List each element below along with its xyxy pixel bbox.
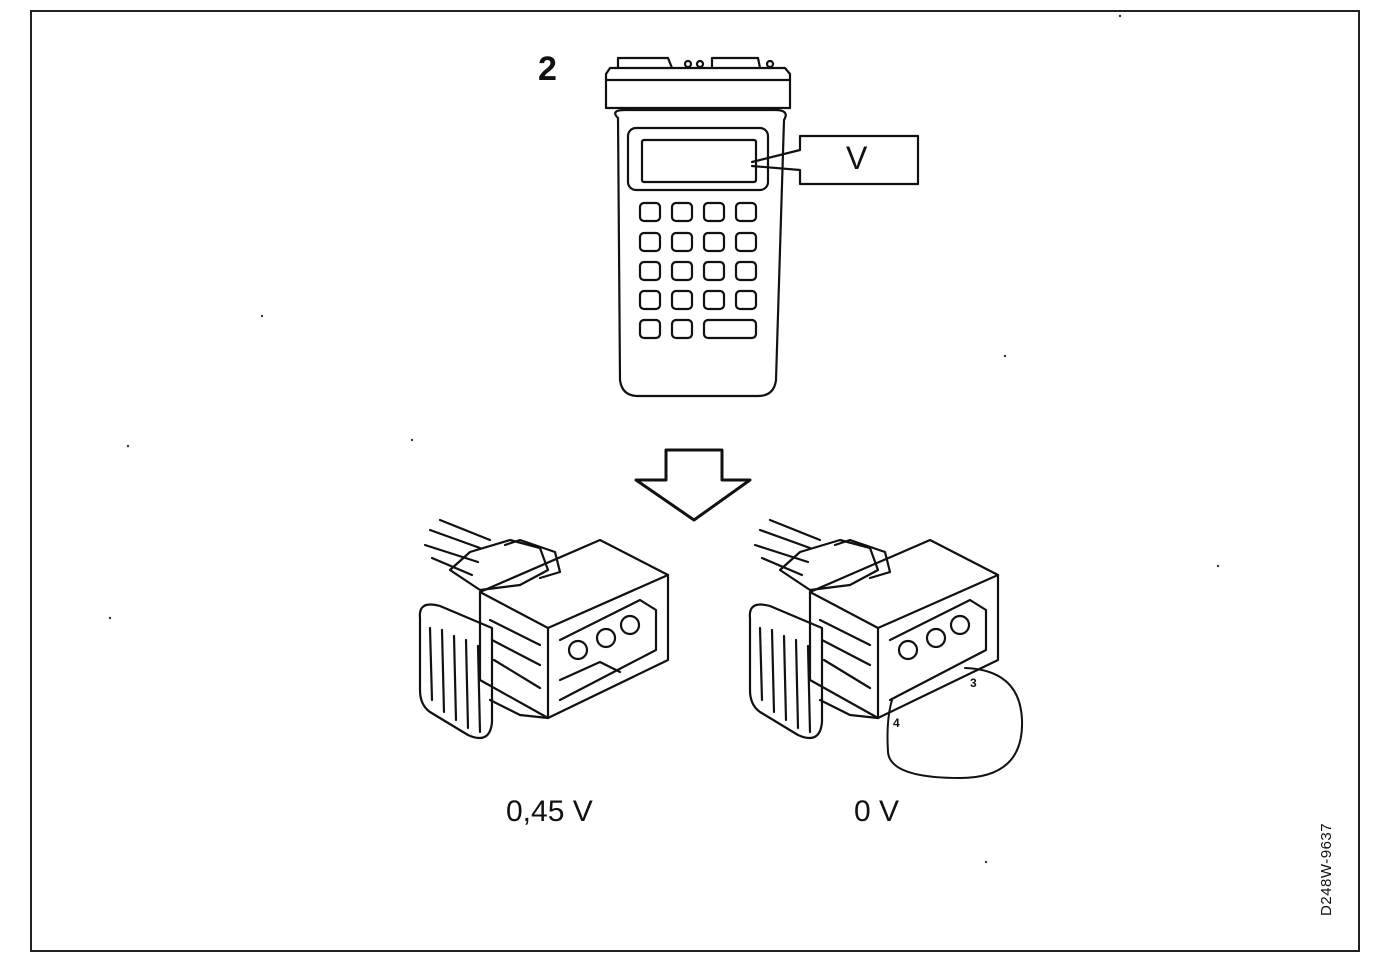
tester-keypad — [638, 201, 758, 340]
tester-device — [604, 56, 920, 398]
figure-frame — [30, 10, 1360, 952]
pin-3-label: 3 — [970, 676, 977, 690]
down-arrow-icon — [634, 448, 752, 522]
reading-right: 0 V — [854, 795, 900, 828]
pin-4-label: 4 — [893, 716, 900, 730]
figure-code: D248W-9637 — [1318, 822, 1335, 916]
step-number: 2 — [538, 50, 557, 88]
jumper-wire — [886, 667, 1024, 779]
connector-right — [748, 518, 1024, 779]
reading-left: 0,45 V — [506, 795, 593, 828]
display-unit-label: V — [846, 140, 868, 176]
connector-left — [418, 518, 670, 740]
